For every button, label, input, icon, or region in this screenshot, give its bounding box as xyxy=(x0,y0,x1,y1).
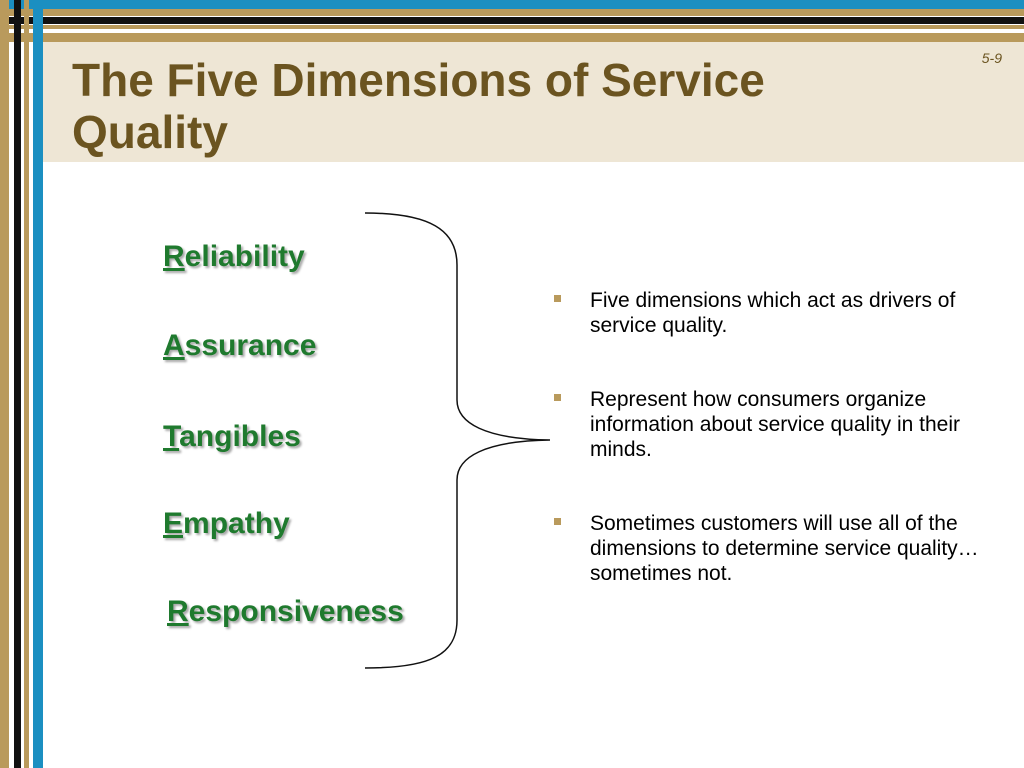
frame-line-top-tan-3 xyxy=(0,33,1024,42)
curly-brace xyxy=(364,212,551,669)
bullet-text: Represent how consumers organize informa… xyxy=(590,388,961,461)
dimension-rest: eliability xyxy=(184,240,305,273)
slide-number: 5-9 xyxy=(981,50,1002,66)
frame-line-left-blue xyxy=(33,0,43,768)
frame-line-left-black xyxy=(14,0,21,768)
frame-line-left-tan-2 xyxy=(24,0,29,768)
dimension-rest: angibles xyxy=(179,420,301,453)
bullet-item: Five dimensions which act as drivers of … xyxy=(552,288,1012,338)
bullet-list: Five dimensions which act as drivers of … xyxy=(552,288,1012,586)
bullet-item: Represent how consumers organize informa… xyxy=(552,387,1012,462)
square-bullet-icon xyxy=(554,394,561,401)
dimension-initial: E xyxy=(163,507,184,540)
slide-title: The Five Dimensions of Service Quality xyxy=(72,54,765,158)
bullet-text: Sometimes customers will use all of the … xyxy=(590,512,979,585)
dimension-assurance: Assurance xyxy=(163,329,316,363)
bullet-text: Five dimensions which act as drivers of … xyxy=(590,289,956,337)
square-bullet-icon xyxy=(554,295,561,302)
square-bullet-icon xyxy=(554,518,561,525)
dimension-initial: T xyxy=(163,420,180,453)
dimension-initial: R xyxy=(167,595,189,628)
dimension-initial: R xyxy=(163,240,185,273)
dimension-responsiveness: Responsiveness xyxy=(167,595,404,629)
bullet-item: Sometimes customers will use all of the … xyxy=(552,511,1012,586)
frame-line-top-blue xyxy=(0,0,1024,9)
dimension-rest: ssurance xyxy=(184,329,317,362)
frame-line-top-black xyxy=(0,17,1024,24)
dimension-empathy: Empathy xyxy=(163,507,290,541)
dimension-reliability: Reliability xyxy=(163,240,305,274)
dimension-tangibles: Tangibles xyxy=(163,420,301,454)
dimension-rest: mpathy xyxy=(183,507,290,540)
frame-line-top-tan-2 xyxy=(0,25,1024,29)
title-panel xyxy=(43,42,1024,162)
dimension-initial: A xyxy=(163,329,185,362)
frame-line-top-tan xyxy=(0,9,1024,16)
dimension-rest: esponsiveness xyxy=(188,595,404,628)
frame-line-left-tan xyxy=(0,0,9,768)
